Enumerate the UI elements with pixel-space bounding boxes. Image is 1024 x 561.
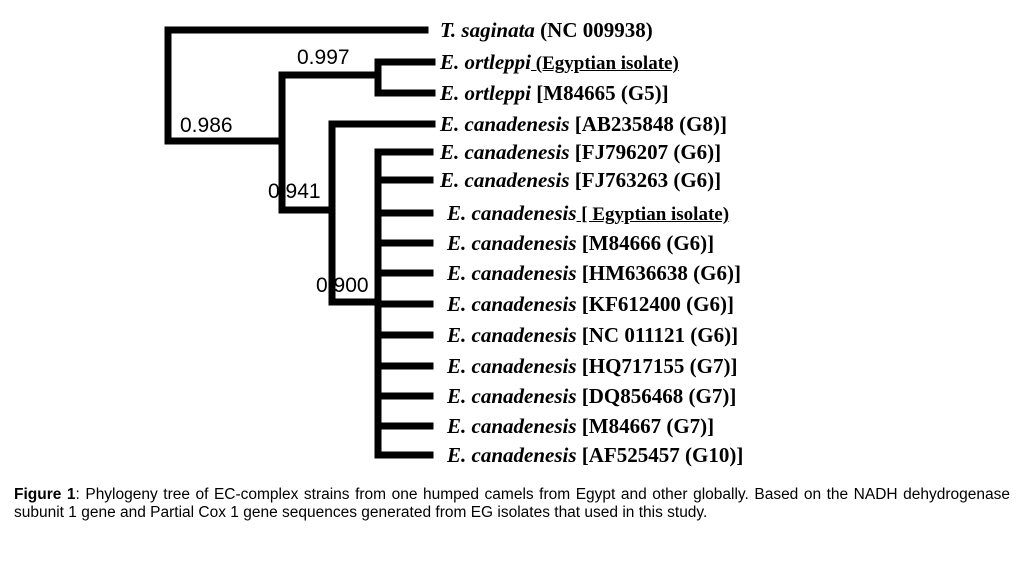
tip-label: E. canadenesis [HQ717155 (G7)]: [447, 354, 738, 378]
accession-label: (Egyptian isolate): [531, 53, 679, 74]
accession-label: [M84667 (G7)]: [576, 414, 715, 438]
support-value-0986: 0.986: [180, 114, 233, 137]
species-name: E. canadenesis: [440, 112, 570, 136]
accession-label: (NC 009938): [534, 18, 653, 42]
caption-text: : Phylogeny tree of EC-complex strains f…: [14, 486, 1010, 521]
tip-label: E. canadenesis [AB235848 (G8)]: [440, 112, 727, 136]
species-name: E. canadenesis: [440, 168, 570, 192]
species-name: E. ortleppi: [440, 50, 532, 74]
tip-label: E. canadenesis [FJ763263 (G6)]: [440, 168, 721, 192]
accession-label: [FJ763263 (G6)]: [569, 168, 722, 192]
tip-label: E. canadenesis [HM636638 (G6)]: [447, 261, 741, 285]
species-name: E. ortleppi: [440, 81, 532, 105]
accession-label: [M84666 (G6)]: [576, 231, 715, 255]
species-name: E. canadenesis: [447, 323, 577, 347]
species-name: T. saginata: [440, 18, 535, 42]
tip-label: E. canadenesis [FJ796207 (G6)]: [440, 140, 721, 164]
support-value-0997: 0.997: [297, 46, 350, 69]
support-value-0941: 0.941: [268, 180, 321, 203]
accession-label: [M84665 (G5)]: [531, 81, 669, 105]
accession-label: [FJ796207 (G6)]: [569, 140, 722, 164]
tip-label: T. saginata (NC 009938): [440, 18, 653, 42]
accession-label: [HM636638 (G6)]: [576, 261, 741, 285]
species-name: E. canadenesis: [447, 231, 577, 255]
tip-label: E. canadenesis [ Egyptian isolate): [447, 201, 729, 227]
tree-branches: [164, 26, 436, 459]
accession-label: [NC 011121 (G6)]: [576, 323, 739, 347]
phylogeny-tree: T. saginata (NC 009938)E. ortleppi (Egyp…: [164, 18, 743, 467]
figure-caption: Figure 1: Phylogeny tree of EC-complex s…: [14, 486, 1010, 522]
tip-label: E. canadenesis [M84667 (G7)]: [447, 414, 714, 438]
species-name: E. canadenesis: [447, 414, 577, 438]
tip-label: E. canadenesis [M84666 (G6)]: [447, 231, 714, 255]
accession-label: [KF612400 (G6)]: [576, 292, 734, 316]
tip-label: E. canadenesis [AF525457 (G10)]: [447, 443, 743, 467]
support-value-0900: 0.900: [316, 274, 369, 297]
species-name: E. canadenesis: [447, 443, 577, 467]
tip-label: E. canadenesis [NC 011121 (G6)]: [447, 323, 738, 347]
species-name: E. canadenesis: [447, 384, 577, 408]
accession-label: [AF525457 (G10)]: [576, 443, 744, 467]
tip-label: E. canadenesis [DQ856468 (G7)]: [447, 384, 736, 408]
tip-label: E. ortleppi (Egyptian isolate): [440, 50, 679, 76]
accession-label: [ Egyptian isolate): [576, 204, 730, 225]
accession-label: [DQ856468 (G7)]: [576, 384, 737, 408]
species-name: E. canadenesis: [447, 354, 577, 378]
accession-label: [AB235848 (G8)]: [569, 112, 727, 136]
accession-label: [HQ717155 (G7)]: [576, 354, 738, 378]
tip-label: E. ortleppi [M84665 (G5)]: [440, 81, 669, 105]
species-name: E. canadenesis: [440, 140, 570, 164]
tip-label: E. canadenesis [KF612400 (G6)]: [447, 292, 734, 316]
caption-label: Figure 1: [14, 486, 76, 503]
species-name: E. canadenesis: [447, 201, 577, 225]
species-name: E. canadenesis: [447, 292, 577, 316]
species-name: E. canadenesis: [447, 261, 577, 285]
